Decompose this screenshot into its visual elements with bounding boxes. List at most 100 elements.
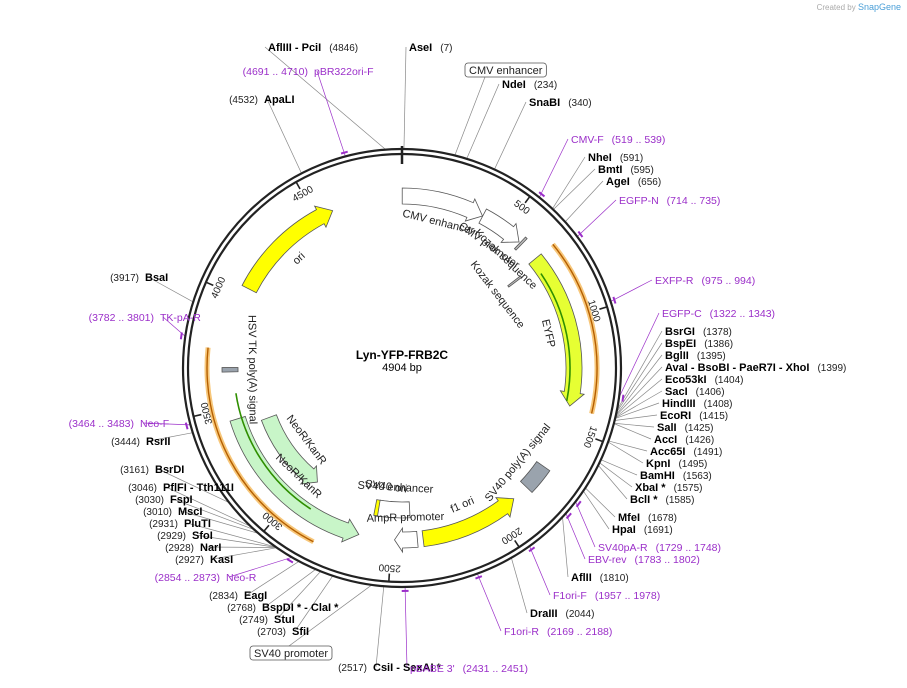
site-bspei[interactable]: BspEI(1386) bbox=[665, 338, 733, 350]
site-afliii-pcii[interactable]: AflIII - PciI(4846) bbox=[268, 42, 358, 54]
label-name: EcoRI bbox=[660, 410, 691, 422]
site-rsrii[interactable]: RsrII(3444) bbox=[111, 436, 170, 448]
site-eco53ki[interactable]: Eco53kI(1404) bbox=[665, 374, 744, 386]
label-name: CMV-F bbox=[571, 134, 604, 146]
label-name: TK-pA-R bbox=[160, 312, 201, 324]
label-position: (1563) bbox=[683, 471, 712, 482]
primer-neo-r[interactable]: Neo-R(2854 .. 2873) bbox=[155, 572, 257, 584]
label-name: HpaI bbox=[612, 524, 636, 536]
site-csii-sexai[interactable]: CsiI - SexAI *(2517) bbox=[338, 662, 441, 674]
feature-cmv-enhancer[interactable] bbox=[401, 187, 484, 222]
label-name: CsiI - SexAI * bbox=[373, 662, 442, 674]
site-pflfi-tth111i[interactable]: PflFI - Tth111I(3046) bbox=[128, 482, 234, 494]
feature-sv40-poly-a-signal[interactable] bbox=[519, 461, 551, 494]
site-bsai[interactable]: BsaI(3917) bbox=[110, 272, 168, 284]
primer-neo-f[interactable]: Neo-F(3464 .. 3483) bbox=[69, 418, 170, 430]
feature-ampr-promoter[interactable] bbox=[394, 526, 419, 554]
primer-egfp-n[interactable]: EGFP-N(714 .. 735) bbox=[619, 195, 720, 207]
label-position: (1585) bbox=[666, 495, 695, 506]
site-kasi[interactable]: KasI(2927) bbox=[175, 554, 233, 566]
label-name: Acc65I bbox=[650, 446, 685, 458]
feature-neor-kanr[interactable] bbox=[229, 415, 360, 543]
feature-neor-kanr[interactable] bbox=[260, 414, 318, 485]
leader-line bbox=[539, 138, 569, 198]
leader-line bbox=[565, 513, 586, 560]
site-pluti[interactable]: PluTI(2931) bbox=[149, 518, 211, 530]
label-position: (1404) bbox=[715, 375, 744, 386]
label-name: MscI bbox=[178, 506, 202, 518]
label-position: (2768) bbox=[227, 603, 256, 614]
label-name: SacI bbox=[665, 386, 688, 398]
site-avai-bsobi-paer7i-xhoi[interactable]: AvaI - BsoBI - PaeR7I - XhoI(1399) bbox=[665, 362, 846, 374]
feature-f1-ori[interactable] bbox=[421, 497, 515, 548]
feature-ori[interactable] bbox=[241, 205, 334, 294]
site-stui[interactable]: StuI(2749) bbox=[239, 614, 295, 626]
site-ecori[interactable]: EcoRI(1415) bbox=[660, 410, 728, 422]
site-hindiii[interactable]: HindIII(1408) bbox=[662, 398, 733, 410]
site-msci[interactable]: MscI(3010) bbox=[143, 506, 202, 518]
label-position: (4691 .. 4710) bbox=[243, 66, 308, 78]
brand-name: SnapGene bbox=[857, 2, 901, 12]
leader-line bbox=[575, 501, 596, 548]
tick-mark bbox=[205, 281, 214, 287]
site-eagi[interactable]: EagI(2834) bbox=[209, 590, 267, 602]
site-mfei[interactable]: MfeI(1678) bbox=[618, 512, 677, 524]
site-nari[interactable]: NarI(2928) bbox=[165, 542, 221, 554]
site-sfoi[interactable]: SfoI(2929) bbox=[157, 530, 213, 542]
site-sali[interactable]: SalI(1425) bbox=[657, 422, 713, 434]
leader-line bbox=[585, 487, 616, 518]
site-bmti[interactable]: BmtI(595) bbox=[598, 164, 654, 176]
primer-pbabe-3[interactable]: pBABE 3'(2431 .. 2451) bbox=[410, 663, 528, 675]
site-kpni[interactable]: KpnI(1495) bbox=[646, 458, 707, 470]
feature-hsv-tk-poly-a-signal[interactable] bbox=[221, 367, 239, 373]
site-bcli[interactable]: BclI *(1585) bbox=[630, 494, 694, 506]
label-name: BspEI bbox=[665, 338, 696, 350]
label-name: F1ori-F bbox=[553, 590, 587, 602]
site-bsrdi[interactable]: BsrDI(3161) bbox=[120, 464, 184, 476]
feature-cmv-promoter[interactable] bbox=[478, 208, 520, 243]
site-acc65i[interactable]: Acc65I(1491) bbox=[650, 446, 722, 458]
feature-kozak-sequence[interactable] bbox=[513, 236, 528, 251]
site-bspdi-clai[interactable]: BspDI * - ClaI *(2768) bbox=[227, 602, 339, 614]
boxed-cmv-enhancer[interactable]: CMV enhancer bbox=[464, 62, 547, 78]
site-xbai[interactable]: XbaI *(1575) bbox=[635, 482, 702, 494]
label-position: (2169 .. 2188) bbox=[547, 626, 612, 638]
primer-sv40pa-r[interactable]: SV40pA-R(1729 .. 1748) bbox=[598, 542, 721, 554]
site-ndei[interactable]: NdeI(234) bbox=[502, 79, 557, 91]
leader-line bbox=[294, 575, 334, 632]
site-asei[interactable]: AseI(7) bbox=[409, 42, 452, 54]
site-fspi[interactable]: FspI(3030) bbox=[135, 494, 193, 506]
site-agei[interactable]: AgeI(656) bbox=[606, 176, 661, 188]
label-position: (1729 .. 1748) bbox=[656, 542, 721, 554]
label-position: (2703) bbox=[257, 627, 286, 638]
label-position: (2044) bbox=[566, 609, 595, 620]
boxed-sv40-promoter[interactable]: SV40 promoter bbox=[249, 645, 333, 661]
primer-exfp-r[interactable]: EXFP-R(975 .. 994) bbox=[655, 275, 755, 287]
primer-f1ori-r[interactable]: F1ori-R(2169 .. 2188) bbox=[504, 626, 612, 638]
boxed-label-frame bbox=[464, 62, 547, 78]
primer-f1ori-f[interactable]: F1ori-F (1957 .. 1978) bbox=[553, 590, 660, 602]
primer-tk-pa-r[interactable]: TK-pA-R(3782 .. 3801) bbox=[89, 312, 202, 324]
primer-egfp-c[interactable]: EGFP-C(1322 .. 1343) bbox=[662, 308, 775, 320]
site-acci[interactable]: AccI(1426) bbox=[654, 434, 714, 446]
site-nhei[interactable]: NheI(591) bbox=[588, 152, 643, 164]
tick-label: 1500 bbox=[581, 424, 599, 449]
feature-kozak-sequence[interactable] bbox=[507, 275, 523, 288]
primer-ebv-rev[interactable]: EBV-rev(1783 .. 1802) bbox=[588, 554, 700, 566]
primer-pbr322ori-f[interactable]: pBR322ori-F(4691 .. 4710) bbox=[243, 66, 374, 78]
site-bamhi[interactable]: BamHI(1563) bbox=[640, 470, 712, 482]
feature-sv40-enhancer[interactable] bbox=[377, 499, 411, 519]
site-snabi[interactable]: SnaBI(340) bbox=[529, 97, 592, 109]
site-saci[interactable]: SacI(1406) bbox=[665, 386, 725, 398]
site-apali[interactable]: ApaLI(4532) bbox=[229, 94, 294, 106]
primer-cmv-f[interactable]: CMV-F(519 .. 539) bbox=[571, 134, 665, 146]
site-sfii[interactable]: SfiI(2703) bbox=[257, 626, 309, 638]
label-position: (1957 .. 1978) bbox=[595, 590, 660, 602]
leader-line bbox=[148, 432, 193, 442]
site-hpai[interactable]: HpaI(1691) bbox=[612, 524, 673, 536]
site-bglii[interactable]: BglII(1395) bbox=[665, 350, 726, 362]
leader-line bbox=[228, 556, 293, 578]
site-bsrgi[interactable]: BsrGI(1378) bbox=[665, 326, 732, 338]
site-aflii[interactable]: AflII(1810) bbox=[571, 572, 629, 584]
site-draiii[interactable]: DraIII(2044) bbox=[530, 608, 594, 620]
